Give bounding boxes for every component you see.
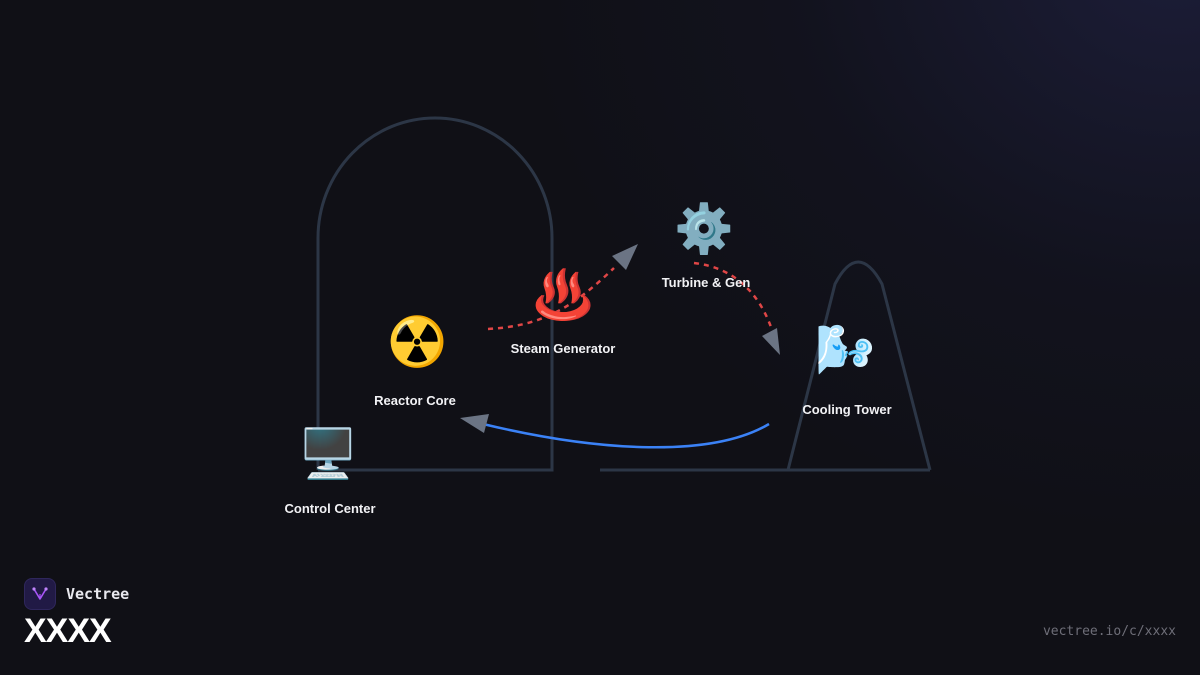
edge-cooling-to-reactor [482, 422, 770, 449]
node-label-reactor-core: Reactor Core [374, 393, 456, 408]
radioactive-icon: ☢️ [387, 314, 447, 370]
edge-turbine-to-cooling [693, 261, 775, 334]
page-url[interactable]: vectree.io/c/xxxx [1042, 624, 1176, 639]
brand: Vectree [24, 577, 129, 611]
brand-name: Vectree [66, 585, 130, 603]
edge-reactor-to-turbine-arrowhead [612, 244, 638, 270]
edge-cooling-to-reactor-arrowhead [460, 414, 489, 433]
edge-turbine-to-cooling-arrowhead [762, 328, 780, 355]
page-title: XXXX [24, 612, 112, 650]
node-label-turbine-gen: Turbine & Gen [661, 275, 751, 290]
desktop-computer-icon: 🖥️ [298, 426, 358, 482]
vectree-logo-icon [24, 578, 56, 610]
gear-icon: ⚙️ [674, 201, 734, 257]
node-label-steam-generator: Steam Generator [510, 341, 616, 356]
node-label-control-center: Control Center [284, 501, 376, 516]
wind-face-icon: 🌬️ [815, 322, 875, 378]
containment-building-outline [316, 116, 554, 472]
edge-reactor-to-turbine [487, 267, 615, 331]
hot-springs-icon: ♨️ [533, 267, 593, 323]
cooling-tower-outline [786, 260, 932, 471]
node-label-cooling-tower: Cooling Tower [802, 402, 892, 417]
